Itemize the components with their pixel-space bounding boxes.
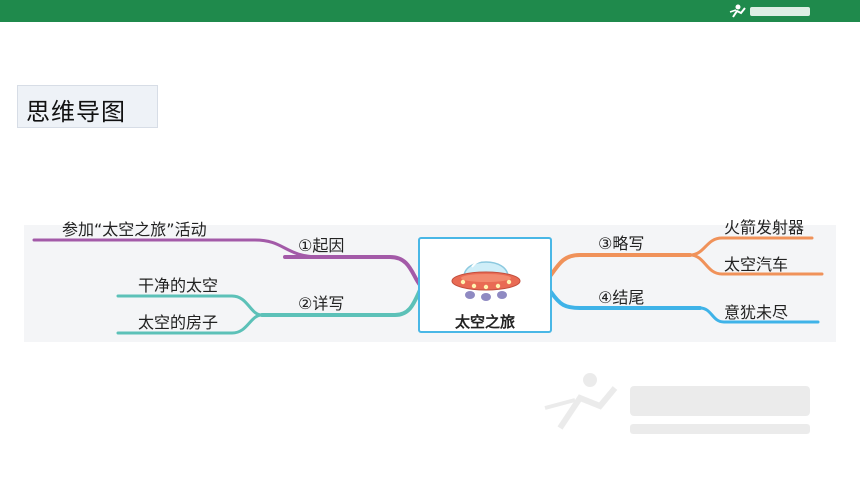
leaf-ending-1: 意犹未尽 — [724, 303, 789, 322]
title-box: 思维导图 — [17, 85, 158, 128]
cause-leaf-line — [32, 238, 322, 259]
ufo-icon — [451, 259, 521, 301]
branch-cause-label: ①起因 — [298, 236, 345, 255]
page-title: 思维导图 — [26, 98, 126, 126]
detail-leaf-lower-line — [116, 313, 264, 335]
brief-leaf-lower-line — [688, 253, 824, 276]
leaf-cause-1: 参加“太空之旅”活动 — [62, 220, 207, 239]
21st-century-education-watermark-icon — [544, 373, 810, 434]
center-node: 太空之旅 — [418, 237, 552, 333]
leaf-detail-2: 太空的房子 — [138, 313, 219, 332]
cause-branch-line — [283, 255, 422, 287]
leaf-detail-1: 干净的太空 — [138, 276, 219, 295]
ending-leaf-line — [698, 306, 820, 324]
center-node-label: 太空之旅 — [454, 313, 515, 331]
ending-branch-line — [549, 290, 702, 310]
21st-century-education-logo-icon — [729, 4, 810, 18]
leaf-brief-1: 火箭发射器 — [724, 218, 805, 237]
leaf-brief-2: 太空汽车 — [724, 255, 789, 274]
branch-detail-label: ②详写 — [298, 294, 345, 313]
top-banner — [0, 0, 860, 22]
branch-brief-label: ③略写 — [598, 234, 645, 253]
brief-branch-line — [549, 253, 692, 277]
branch-ending-label: ④结尾 — [598, 288, 645, 307]
